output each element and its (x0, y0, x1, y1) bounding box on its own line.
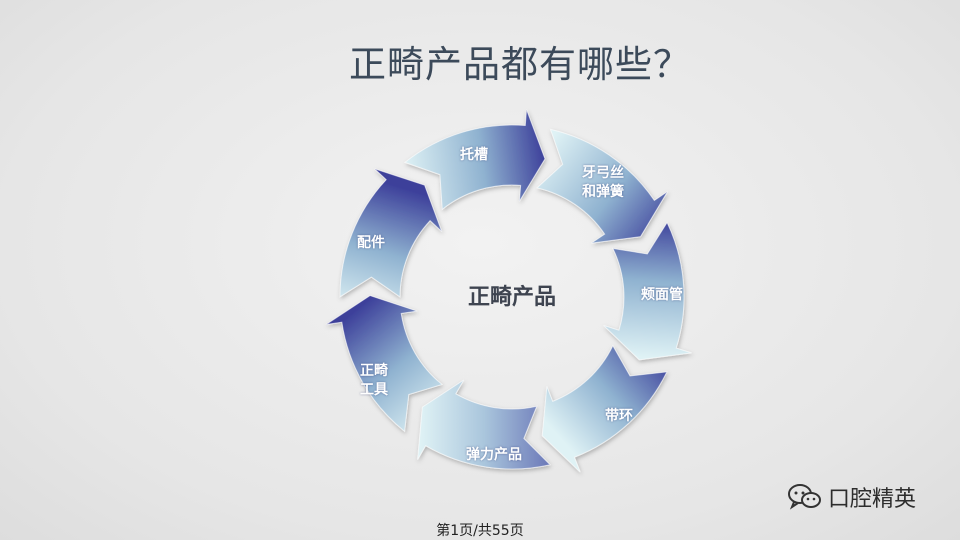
segment-label-buccal-tube: 颊面管 (641, 287, 683, 303)
arrow-bracket (403, 109, 546, 211)
watermark-text: 口腔精英 (828, 487, 917, 512)
arrow-archwire-spring (536, 128, 669, 244)
arrow-accessories (339, 168, 443, 298)
segment-label-accessories: 配件 (357, 235, 385, 251)
segment-label-archwire-spring: 牙弓丝 和弹簧 (582, 165, 624, 200)
segment-label-band: 带环 (605, 408, 633, 424)
wechat-watermark: 口腔精英 (786, 480, 936, 514)
arrow-ortho-tools (325, 295, 444, 433)
wechat-icon (788, 484, 821, 510)
arrow-buccal-tube (603, 221, 692, 361)
arrow-elastics (417, 379, 552, 470)
segment-label-ortho-tools: 正畸 工具 (360, 363, 388, 398)
center-label: 正畸产品 (467, 285, 556, 310)
arrow-band (541, 344, 668, 473)
page-number: 第1页/共55页 (436, 523, 524, 539)
segment-label-bracket: 托槽 (460, 147, 488, 163)
segment-label-elastics: 弹力产品 (466, 447, 522, 463)
page-title: 正畸产品都有哪些？ (349, 43, 691, 86)
